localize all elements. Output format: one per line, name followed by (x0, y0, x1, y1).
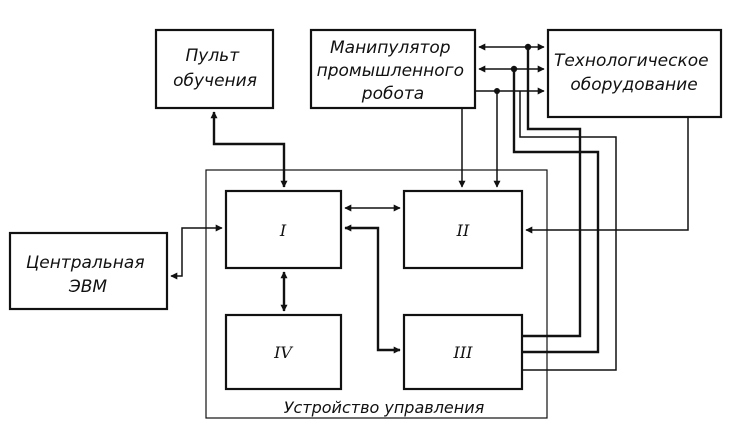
tech-equipment-label: Технологическое оборудование (554, 51, 714, 95)
unit-1-label: I (279, 221, 287, 240)
unit3-bus-1 (522, 47, 582, 338)
central-computer-label: Центральная ЭВМ (26, 253, 150, 297)
unit-2-block (402, 189, 524, 270)
teach-pendant-line-2: обучения (173, 71, 257, 91)
junction-dot (510, 65, 518, 73)
tech-equipment-block (546, 28, 723, 119)
junction-dot (524, 43, 532, 51)
pendant-unit1-link (210, 111, 288, 188)
manipulator-line-1: Манипулятор (330, 38, 451, 58)
junction-dot (494, 88, 500, 94)
unit-4-label: IV (273, 343, 293, 362)
computer-unit1-link (170, 224, 223, 280)
central-computer-block (8, 231, 169, 311)
manipulator-line-2: промышленного (317, 61, 464, 81)
unit3-bus-3 (519, 91, 617, 371)
tech-equipment-line-2: оборудование (570, 75, 697, 95)
equipment-unit2-link (525, 117, 689, 234)
teach-pendant-block (154, 28, 275, 110)
unit-2-label: II (456, 221, 470, 240)
unit-1-block (224, 189, 343, 270)
teach-pendant-line-1: Пульт (185, 46, 240, 66)
tech-equipment-line-1: Технологическое (554, 51, 709, 71)
manipulator-label: Манипулятор промышленного робота (317, 38, 470, 104)
unit1-unit3-link (344, 224, 401, 354)
control-unit-frame (205, 169, 548, 419)
central-computer-line-1: Центральная (26, 253, 145, 273)
teach-pendant-label: Пульт обучения (173, 46, 257, 91)
unit3-bus-2 (512, 69, 600, 354)
central-computer-line-2: ЭВМ (68, 277, 108, 297)
manipulator-block (309, 28, 477, 110)
unit-3-label: III (453, 343, 474, 362)
manipulator-line-3: робота (361, 84, 424, 104)
control-unit-caption: Устройство управления (284, 398, 485, 417)
unit-4-block (224, 313, 343, 391)
unit-3-block (402, 313, 524, 391)
